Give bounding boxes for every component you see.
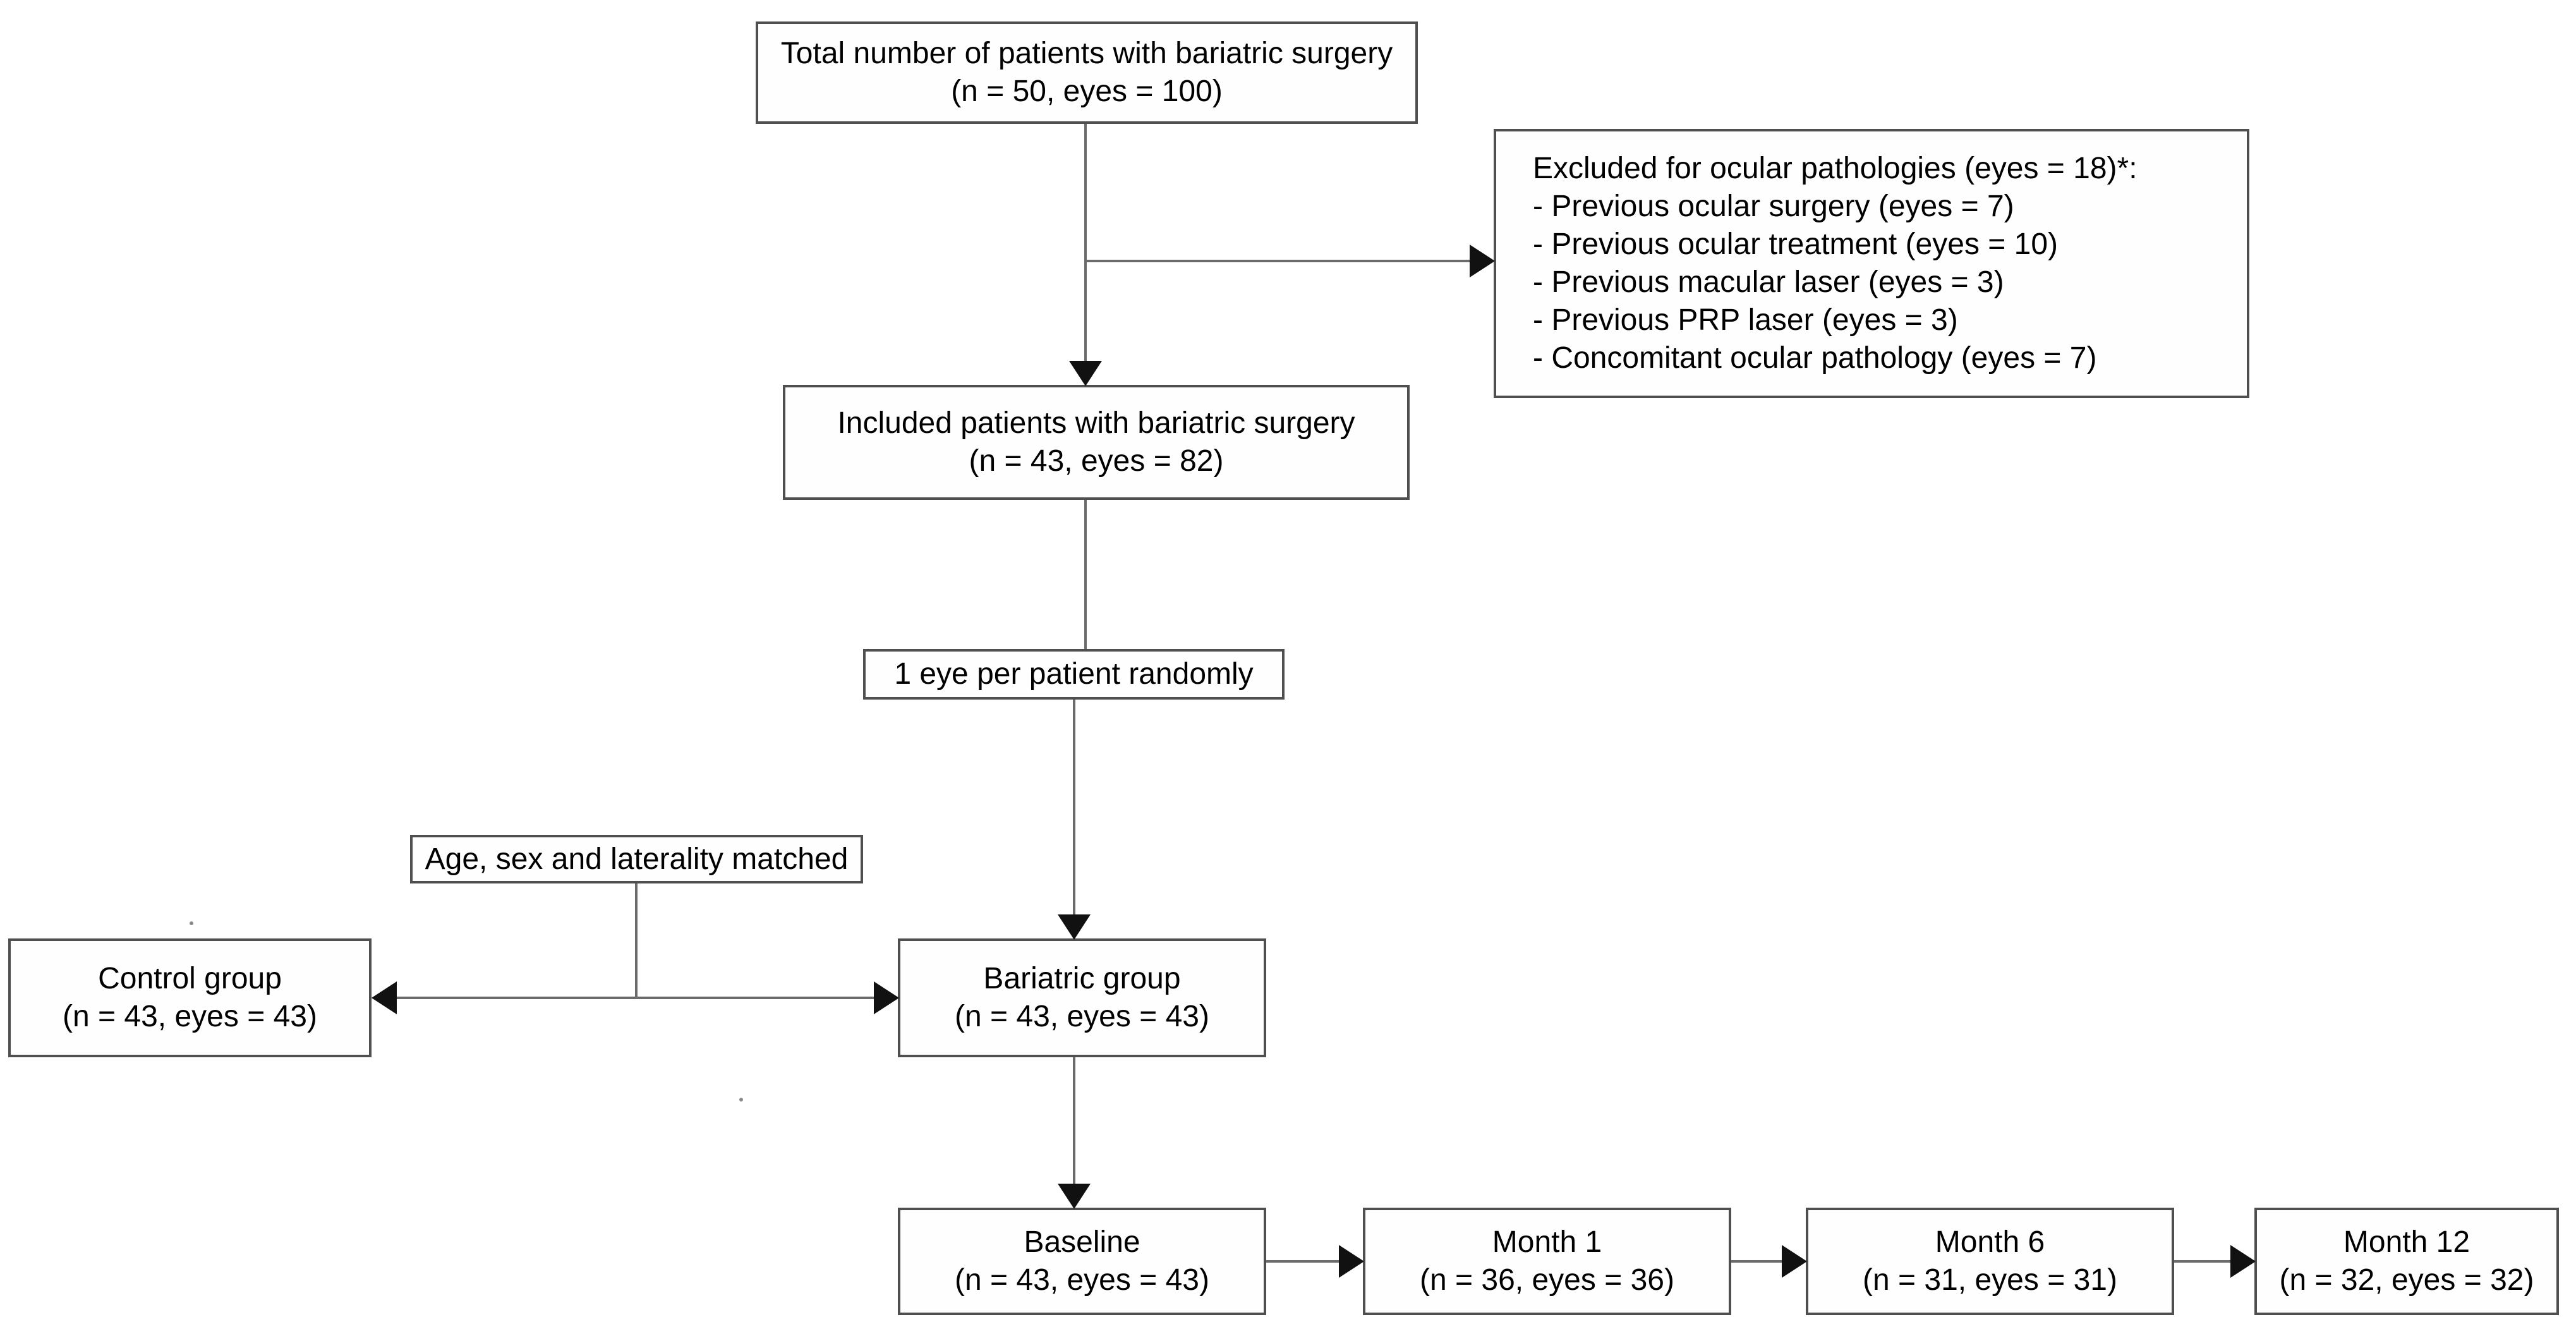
connector-included-to-one-eye <box>1084 500 1087 649</box>
excluded-item: - Previous macular laser (eyes = 3) <box>1533 265 2004 299</box>
scan-speck <box>190 921 193 925</box>
month12-box: Month 12 (n = 32, eyes = 32) <box>2254 1208 2559 1315</box>
excluded-item: - Previous ocular treatment (eyes = 10) <box>1533 228 2059 261</box>
total-patients-box: Total number of patients with bariatric … <box>756 21 1418 124</box>
arrowhead-right-icon <box>1339 1245 1364 1278</box>
month12-line2: (n = 32, eyes = 32) <box>2279 1263 2534 1297</box>
included-patients-box: Included patients with bariatric surgery… <box>783 385 1410 500</box>
included-patients-line2: (n = 43, eyes = 82) <box>969 444 1224 478</box>
month1-line1: Month 1 <box>1492 1225 1602 1259</box>
connector-baseline-to-month1 <box>1266 1260 1340 1263</box>
connector-matched-to-groups <box>635 883 638 998</box>
control-group-line2: (n = 43, eyes = 43) <box>63 1000 317 1033</box>
baseline-line2: (n = 43, eyes = 43) <box>955 1263 1209 1297</box>
total-patients-line2: (n = 50, eyes = 100) <box>951 75 1223 108</box>
month1-line2: (n = 36, eyes = 36) <box>1420 1263 1674 1297</box>
baseline-box: Baseline (n = 43, eyes = 43) <box>898 1208 1266 1315</box>
arrowhead-down-icon <box>1058 914 1091 940</box>
month6-line1: Month 6 <box>1935 1225 2045 1259</box>
excluded-pathologies-box: Excluded for ocular pathologies (eyes = … <box>1494 129 2249 398</box>
excluded-item: - Concomitant ocular pathology (eyes = 7… <box>1533 341 2097 375</box>
connector-control-bariatric <box>394 997 876 999</box>
month6-box: Month 6 (n = 31, eyes = 31) <box>1806 1208 2174 1315</box>
control-group-box: Control group (n = 43, eyes = 43) <box>8 938 372 1057</box>
excluded-item: - Previous PRP laser (eyes = 3) <box>1533 303 1958 337</box>
month12-line1: Month 12 <box>2343 1225 2470 1259</box>
arrowhead-left-icon <box>372 981 397 1014</box>
excluded-title: Excluded for ocular pathologies (eyes = … <box>1533 152 2138 185</box>
arrowhead-right-icon <box>1470 245 1495 277</box>
matched-criteria-label: Age, sex and laterality matched <box>425 842 849 876</box>
baseline-line1: Baseline <box>1024 1225 1140 1259</box>
connector-bariatric-to-baseline <box>1073 1057 1075 1185</box>
included-patients-line1: Included patients with bariatric surgery <box>837 406 1355 440</box>
connector-month1-to-month6 <box>1731 1260 1783 1263</box>
one-eye-per-patient-label: 1 eye per patient randomly <box>894 657 1254 691</box>
bariatric-group-line2: (n = 43, eyes = 43) <box>955 1000 1209 1033</box>
bariatric-group-line1: Bariatric group <box>983 962 1181 995</box>
connector-branch-to-excluded <box>1085 260 1470 262</box>
one-eye-per-patient-box: 1 eye per patient randomly <box>863 649 1285 700</box>
month6-line2: (n = 31, eyes = 31) <box>1863 1263 2117 1297</box>
month1-box: Month 1 (n = 36, eyes = 36) <box>1363 1208 1731 1315</box>
connector-total-to-included <box>1084 124 1087 362</box>
arrowhead-right-icon <box>1782 1245 1807 1278</box>
control-group-line1: Control group <box>98 962 282 995</box>
bariatric-group-box: Bariatric group (n = 43, eyes = 43) <box>898 938 1266 1057</box>
arrowhead-right-icon <box>874 981 899 1014</box>
arrowhead-right-icon <box>2230 1245 2256 1278</box>
connector-one-eye-to-bariatric <box>1073 700 1075 916</box>
arrowhead-down-icon <box>1058 1184 1091 1209</box>
scan-speck <box>739 1098 743 1102</box>
total-patients-line1: Total number of patients with bariatric … <box>780 37 1393 70</box>
connector-month6-to-month12 <box>2174 1260 2232 1263</box>
excluded-item: - Previous ocular surgery (eyes = 7) <box>1533 190 2014 223</box>
matched-criteria-box: Age, sex and laterality matched <box>410 835 863 883</box>
arrowhead-down-icon <box>1069 361 1102 386</box>
